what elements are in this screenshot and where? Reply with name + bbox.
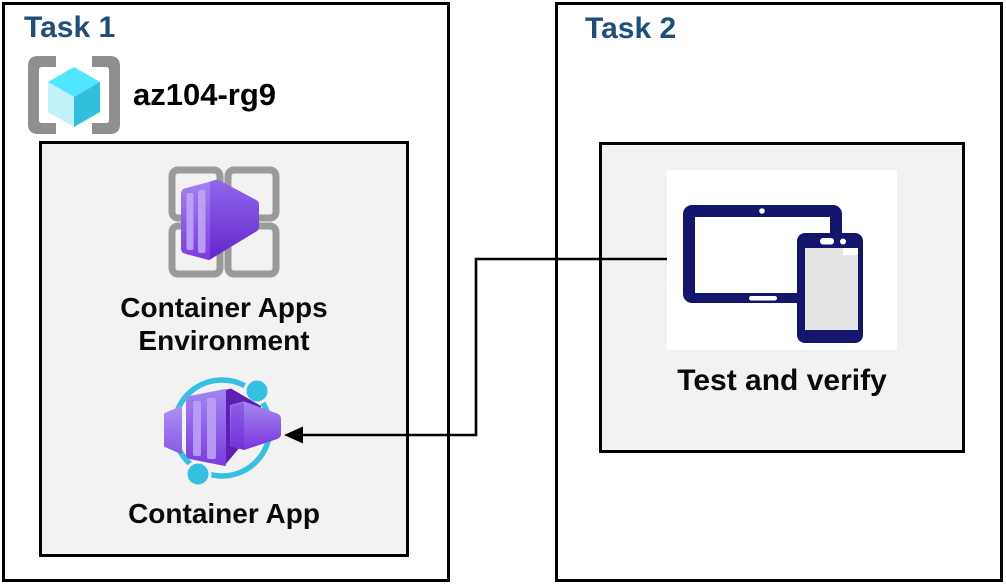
task2-box: Task 2 Test and verify xyxy=(555,2,1003,582)
task1-title: Task 1 xyxy=(24,11,116,44)
container-apps-environment-icon xyxy=(168,166,280,278)
task2-title: Task 2 xyxy=(585,12,677,45)
task1-inner-box: Container Apps Environment xyxy=(39,141,409,557)
task1-box: Task 1 az104-rg9 xyxy=(2,2,450,582)
container-apps-environment-label: Container Apps Environment xyxy=(120,292,328,356)
test-and-verify-label: Test and verify xyxy=(677,364,887,397)
devices-tablet-phone-icon xyxy=(683,205,863,343)
task2-inner-box: Test and verify xyxy=(599,142,965,453)
container-app-label: Container App xyxy=(128,498,320,529)
devices-icon-plate xyxy=(667,170,897,350)
resource-group-name: az104-rg9 xyxy=(133,77,277,112)
container-app-icon xyxy=(164,377,281,488)
azure-resource-group-icon xyxy=(28,56,120,134)
